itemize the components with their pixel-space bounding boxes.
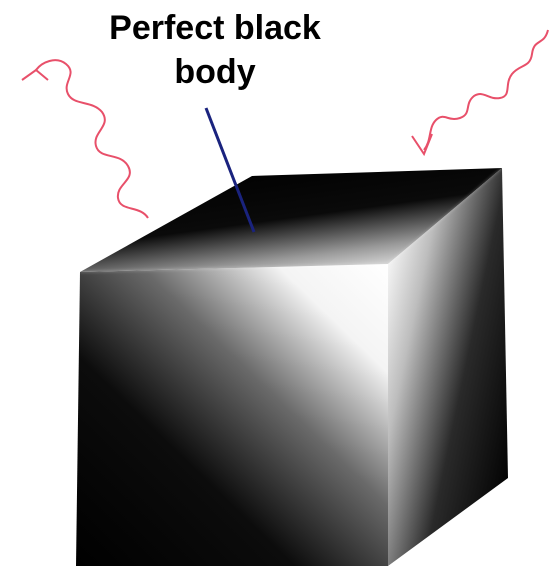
incoming-radiation-wave [412, 30, 548, 154]
perfect-black-body-label: Perfect black body [55, 6, 375, 94]
label-line-1: Perfect black [55, 6, 375, 50]
label-line-2: body [55, 50, 375, 94]
black-body-cube [76, 168, 508, 566]
cube-front-face [76, 264, 388, 566]
